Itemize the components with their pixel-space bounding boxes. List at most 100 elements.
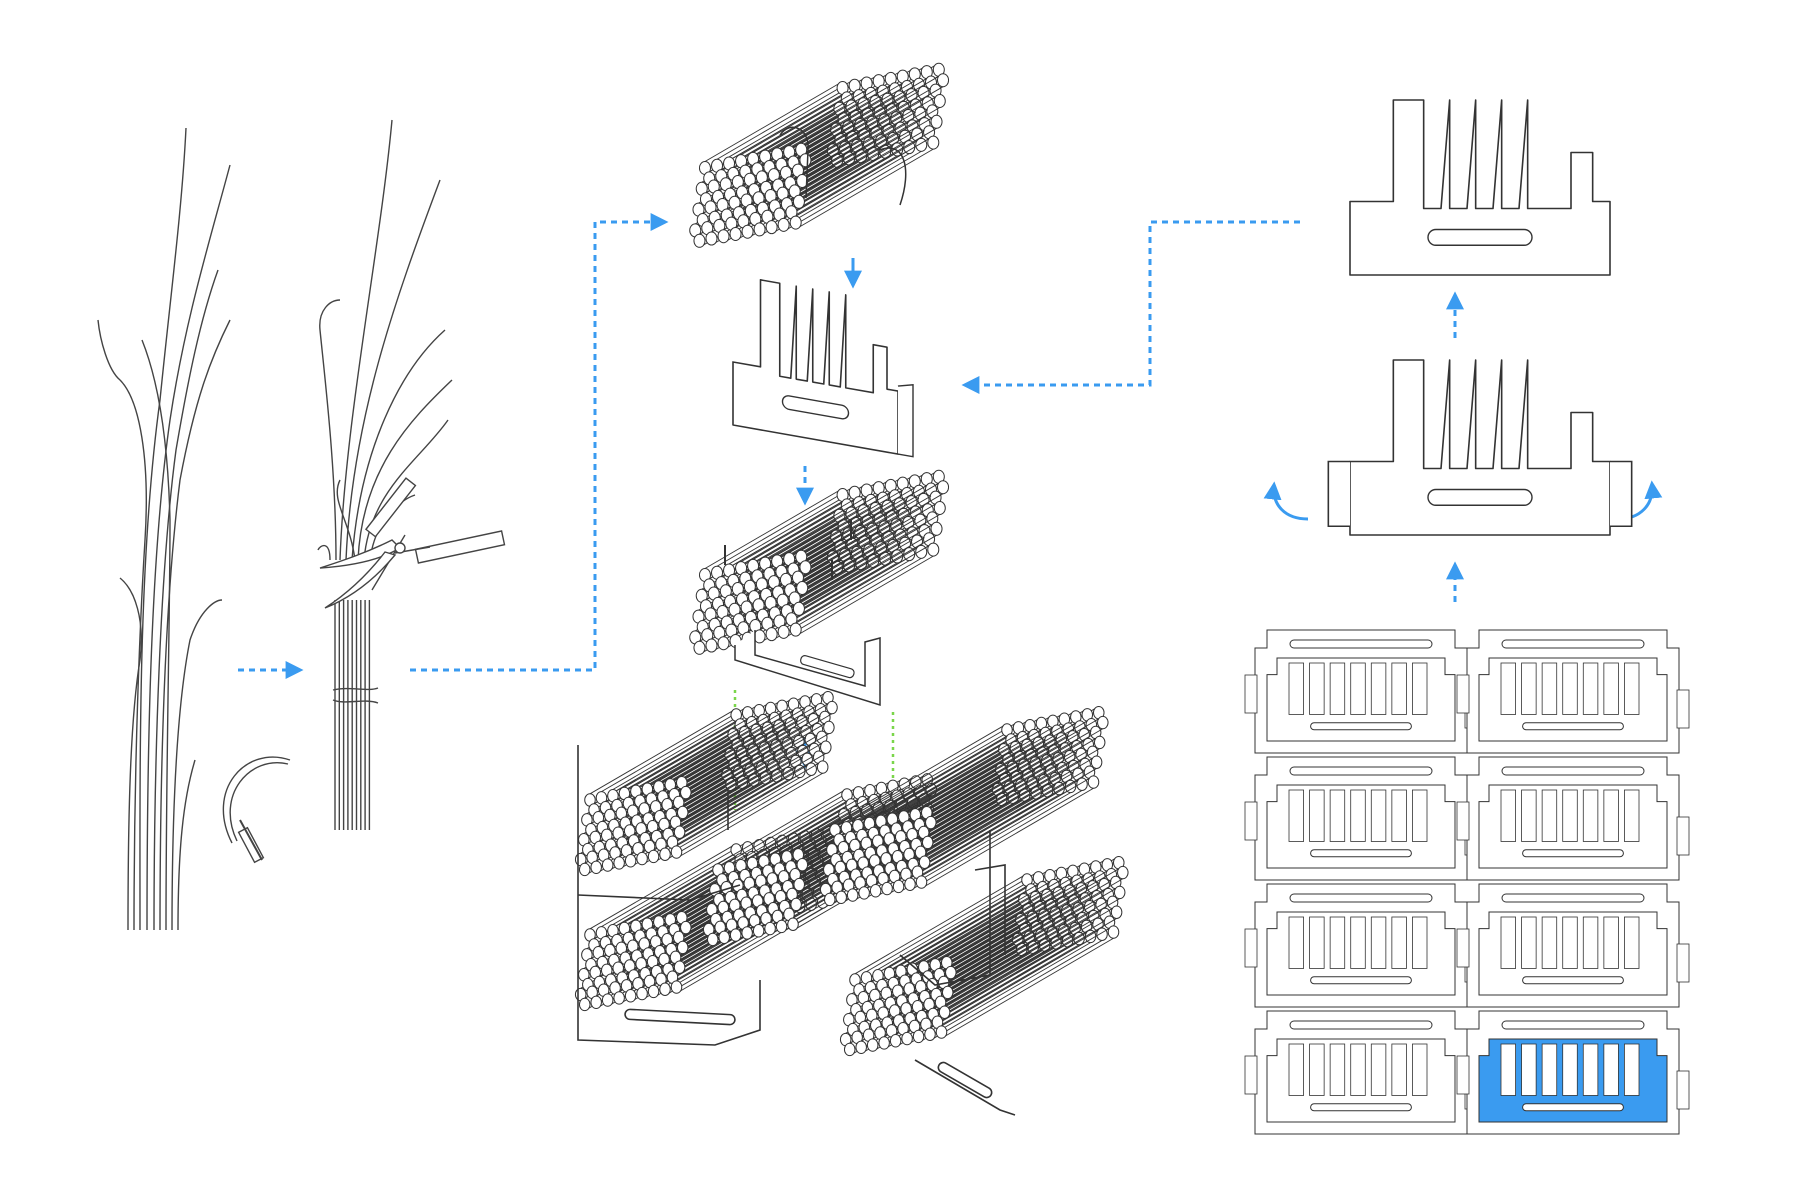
reed-shaft (601, 706, 748, 793)
reed-end-far (805, 762, 817, 776)
reed-shaft-edge (905, 780, 1079, 881)
reed-end (793, 877, 805, 892)
bracket-folding (1327, 359, 1633, 536)
reed-end (624, 989, 637, 1003)
bracket-tab-left (1327, 460, 1350, 528)
sheet-tab (1244, 801, 1258, 841)
cut-reed-illustration (317, 119, 453, 830)
bracket-tine (1521, 662, 1537, 715)
bracket-tine (1582, 916, 1599, 969)
bracket-tine (1562, 662, 1578, 715)
bracket-body (1349, 359, 1611, 536)
bracket-final (1349, 99, 1611, 276)
reed-end-far (1087, 775, 1100, 789)
reed-end (945, 965, 957, 980)
arrow-cut-to-bundle (410, 213, 669, 672)
reed-end-far (903, 547, 916, 562)
bracket-tine (1603, 662, 1619, 715)
reed-end (918, 855, 931, 869)
bracket-tine (1350, 662, 1366, 715)
reed-end (676, 940, 689, 955)
reed-end (717, 636, 730, 651)
reed-end-far (1064, 779, 1077, 794)
bracket-under-bundle (734, 630, 881, 707)
bracket-tine (1350, 916, 1366, 969)
reed-shaft-edge (795, 555, 934, 637)
reed-end (938, 1005, 951, 1019)
fold-arrow-left-icon (1263, 481, 1309, 521)
bracket-tine (1391, 916, 1407, 969)
reed-shaft (704, 488, 843, 569)
bracket-tine (1309, 662, 1325, 715)
nested-bracket (1266, 911, 1456, 996)
stack-frames (577, 745, 1016, 1116)
reed-end (753, 222, 766, 237)
sheet-tab (1676, 943, 1690, 983)
reed-end-far (937, 480, 950, 495)
reed-end (741, 926, 753, 940)
sheet-piece-r4-c1 (1244, 1010, 1478, 1135)
reed-end-far (937, 73, 950, 88)
reed-shaft-edge (866, 883, 1039, 985)
reed-end-far (930, 114, 943, 129)
reed-end (775, 919, 788, 934)
reed-shaft (701, 101, 840, 183)
bracket-tine (1624, 662, 1640, 715)
frame-left (577, 745, 761, 1046)
reed-end (647, 984, 660, 999)
sheet-slot-top (1501, 639, 1645, 649)
bracket-tine (1603, 789, 1619, 842)
reed-shaft-edge (791, 545, 930, 627)
bracket-tine (1370, 1043, 1387, 1096)
highlighted-bracket (1478, 1038, 1668, 1123)
bracket-slot (1522, 976, 1624, 985)
reed-end-far (927, 135, 940, 150)
reed-end (601, 993, 614, 1007)
reed-shaft (601, 841, 748, 928)
reed-end (705, 638, 718, 653)
sheet-tab (1244, 674, 1258, 714)
bracket-slot (1522, 849, 1624, 858)
sheet-tab (1456, 928, 1470, 968)
reed-shaft (716, 485, 855, 567)
sheet-piece-r2-c2 (1456, 756, 1690, 881)
reed-plant-illustration (97, 127, 231, 931)
bracket-tine (1391, 789, 1407, 842)
reed-end-far (1084, 929, 1097, 944)
reed-end (765, 627, 778, 642)
reed-shaft-edge (941, 937, 1114, 1039)
bracket-tine (1288, 1043, 1304, 1096)
bracket-tine (1603, 1043, 1619, 1096)
sheet-slot-top (1501, 1020, 1645, 1030)
reed-bundle-top (689, 62, 950, 248)
frame-slot (937, 1061, 993, 1099)
reed-end (843, 1042, 856, 1057)
sheet-piece-r1-c1 (1244, 629, 1478, 754)
reed-shaft (716, 78, 855, 160)
sheet-piece-r4-c2 (1456, 1010, 1690, 1135)
bracket-tine (1370, 916, 1387, 969)
bracket-tine (1582, 789, 1599, 842)
bracket-tine (1288, 789, 1304, 842)
reed-end (673, 825, 686, 839)
reed-end (613, 991, 625, 1005)
reed-end (717, 229, 730, 244)
reed-end (823, 892, 836, 907)
reed-stem (177, 759, 196, 931)
reed-end (912, 1029, 925, 1044)
bracket-tine (1412, 916, 1428, 969)
reed-end (578, 862, 591, 877)
reed-end (924, 1027, 936, 1041)
pruning-shears-icon (319, 477, 506, 609)
bracket-tine (1562, 789, 1578, 842)
reed-shaft-edge (783, 150, 922, 232)
reed-end-far (933, 94, 946, 108)
sheet-slot-top (1289, 893, 1433, 903)
bracket-tine (1562, 916, 1578, 969)
reed-end-far (1110, 905, 1123, 919)
bracket-tine (1309, 789, 1325, 842)
reed-end (787, 917, 799, 931)
reed-end-far (820, 740, 832, 754)
sheet-tab (1244, 928, 1258, 968)
